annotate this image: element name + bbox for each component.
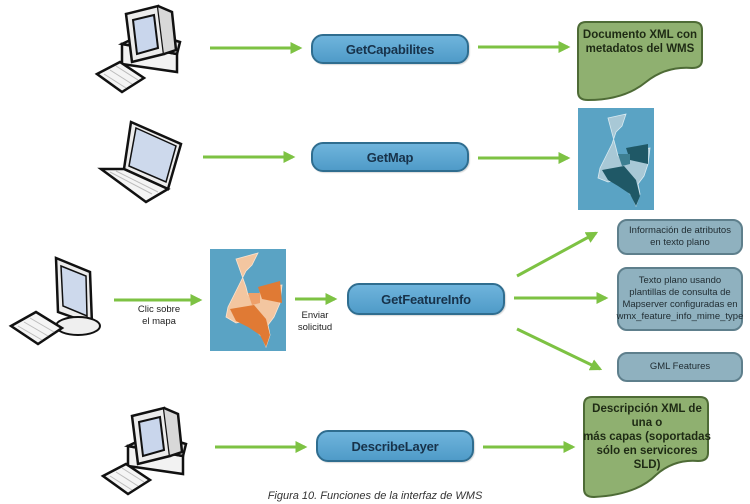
getmap-request: GetMap <box>311 142 469 172</box>
arrow-getfeatureinfo-to-output-3 <box>516 327 603 371</box>
document-shape-layer-description <box>583 396 709 499</box>
colombia-map-blue-icon <box>578 108 654 210</box>
document-layer-description-text: Descripción XML de una o más capas (sopo… <box>583 403 711 471</box>
describelayer-request: DescribeLayer <box>316 430 474 462</box>
getcapabilities-request: GetCapabilites <box>311 34 469 64</box>
document-xml-metadata-text: Documento XML con metadatos del WMS <box>582 29 698 55</box>
document-shape-xml-metadata <box>577 21 703 102</box>
figure-caption: Figura 10. Funciones de la interfaz de W… <box>267 490 483 502</box>
click-on-map-label: Clic sobre el mapa <box>137 304 181 327</box>
desktop-computer-icon <box>100 406 188 496</box>
laptop-icon <box>97 120 183 204</box>
send-request-label: Enviar solicitud <box>297 310 333 333</box>
desktop-computer-icon <box>94 4 182 94</box>
arrow-getfeatureinfo-to-output-1 <box>516 231 599 278</box>
colombia-map-orange-icon <box>210 249 286 351</box>
flatscreen-computer-icon <box>8 256 101 346</box>
output-attribute-info-plain-text: Información de atributos en texto plano <box>617 219 743 255</box>
output-gml-features: GML Features <box>617 352 743 382</box>
output-plain-text-mapserver-templates: Texto plano usando plantillas de consult… <box>617 267 743 331</box>
getfeatureinfo-request: GetFeatureInfo <box>347 283 505 315</box>
